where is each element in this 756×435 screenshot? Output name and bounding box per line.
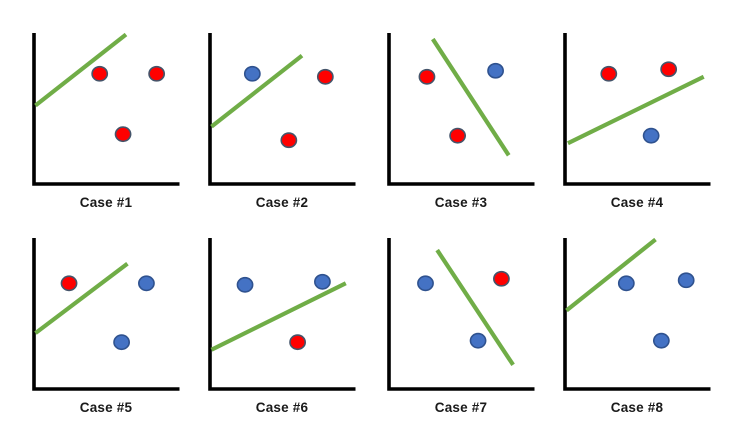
case-2-label: Case #2 xyxy=(255,195,309,210)
data-point-red xyxy=(280,132,298,149)
data-point-blue xyxy=(314,273,331,290)
case-5-label: Case #5 xyxy=(79,400,133,415)
decision-line xyxy=(566,74,705,146)
case-8-panel: Case #8 xyxy=(562,236,712,415)
data-point-blue xyxy=(113,334,130,351)
data-point-red xyxy=(289,334,306,351)
data-point-red xyxy=(418,68,436,85)
case-3-label: Case #3 xyxy=(434,195,488,210)
data-point-red xyxy=(60,275,78,292)
case-1-label: Case #1 xyxy=(79,195,133,210)
data-point-blue xyxy=(652,332,670,349)
data-point-blue xyxy=(642,127,660,144)
decision-line xyxy=(210,281,347,352)
case-7-plot xyxy=(387,238,535,391)
data-point-blue xyxy=(138,275,155,292)
case-1-panel: Case #1 xyxy=(31,31,181,210)
data-point-red xyxy=(148,65,166,82)
case-3-plot xyxy=(387,33,535,186)
decision-line xyxy=(565,237,657,313)
case-4-label: Case #4 xyxy=(610,195,664,210)
axes xyxy=(387,238,535,391)
data-point-red xyxy=(114,126,132,143)
data-point-red xyxy=(449,127,467,144)
case-6-panel: Case #6 xyxy=(207,236,357,415)
case-5-panel: Case #5 xyxy=(31,236,181,415)
case-7-label: Case #7 xyxy=(434,400,488,415)
data-point-blue xyxy=(487,62,504,79)
case-5-plot xyxy=(32,238,180,391)
case-3-panel: Case #3 xyxy=(386,31,536,210)
axes xyxy=(563,33,711,186)
data-point-red xyxy=(316,68,334,85)
axes xyxy=(563,238,711,391)
case-2-plot xyxy=(208,33,356,186)
data-point-blue xyxy=(677,272,695,289)
case-4-panel: Case #4 xyxy=(562,31,712,210)
case-7-panel: Case #7 xyxy=(386,236,536,415)
axes xyxy=(387,33,535,186)
data-point-blue xyxy=(236,276,254,293)
data-point-red xyxy=(660,61,678,78)
axes xyxy=(208,33,356,186)
decision-line xyxy=(34,32,128,108)
data-point-blue xyxy=(469,332,487,349)
data-point-red xyxy=(493,270,510,287)
decision-line xyxy=(210,53,304,129)
case-4-plot xyxy=(563,33,711,186)
decision-line xyxy=(435,248,515,366)
axes xyxy=(32,238,180,391)
data-point-blue xyxy=(617,275,635,292)
data-point-red xyxy=(600,65,618,82)
case-6-plot xyxy=(208,238,356,391)
case-8-plot xyxy=(563,237,711,391)
decision-line xyxy=(431,37,511,157)
case-1-plot xyxy=(32,32,180,186)
data-point-blue xyxy=(243,65,261,82)
decision-line xyxy=(34,261,129,335)
axes xyxy=(208,238,356,391)
case-8-label: Case #8 xyxy=(610,400,664,415)
data-point-blue xyxy=(417,275,434,292)
data-point-red xyxy=(91,65,109,82)
axes xyxy=(32,33,180,186)
case-2-panel: Case #2 xyxy=(207,31,357,210)
case-6-label: Case #6 xyxy=(255,400,309,415)
